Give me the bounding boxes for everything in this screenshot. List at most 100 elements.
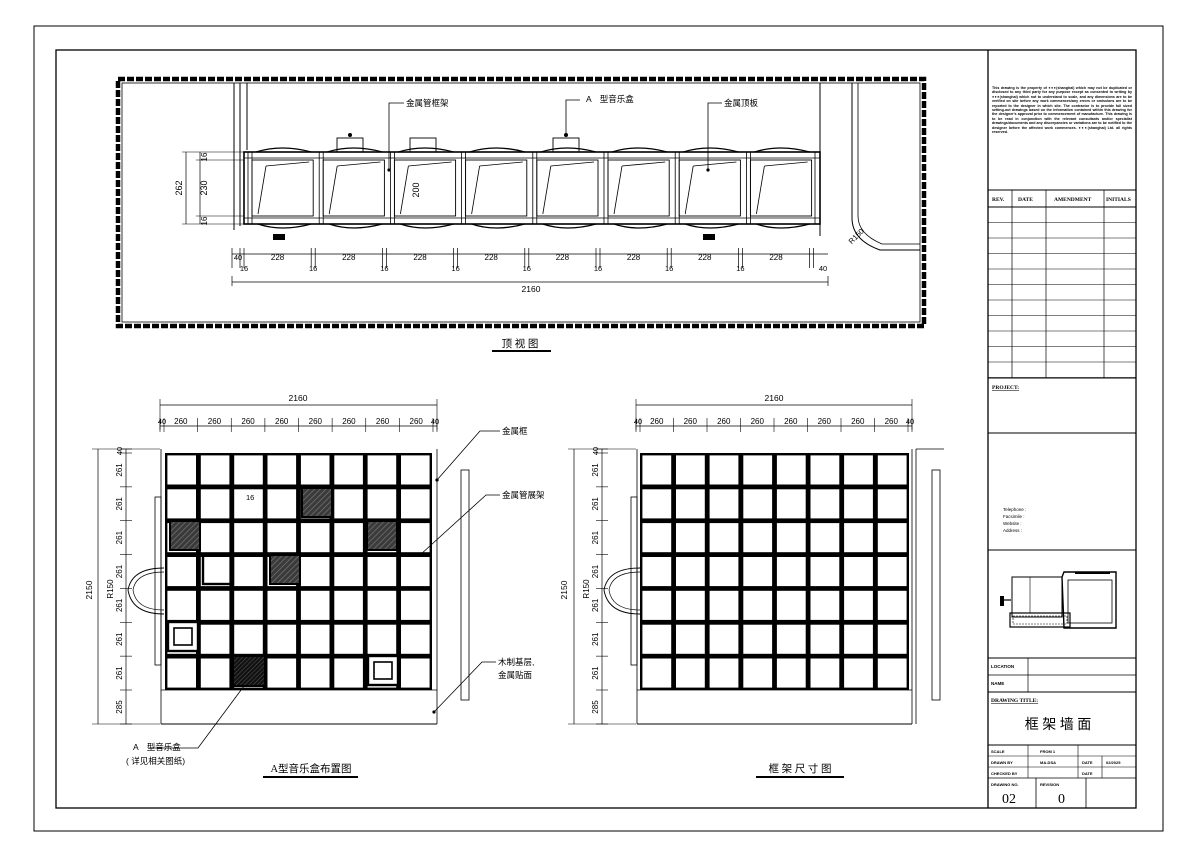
layout-grid-cell	[367, 624, 397, 654]
layout-dim-16: 16	[246, 493, 254, 502]
meta-value-1: MA-DSA	[1040, 760, 1056, 765]
layout-grid-cell	[200, 557, 230, 587]
frame-grid-cell	[709, 557, 739, 587]
dim-228-3: 228	[413, 253, 427, 262]
layout-grid-cell	[401, 557, 430, 587]
frame-grid-cell	[776, 489, 806, 519]
layout-grid-cell	[367, 590, 397, 620]
label-music-box-layout: A 型音乐盒	[133, 742, 181, 752]
dim-left-262: 262	[174, 180, 184, 195]
layout-grid-cell	[267, 590, 297, 620]
frame-grid-cell	[810, 489, 840, 519]
layout-grid-cell	[200, 489, 230, 519]
layout-grid-cell	[367, 455, 397, 485]
layout-grid-cell	[200, 590, 230, 620]
layout-grid-cell	[167, 557, 196, 587]
layout_view-left-dim-7: 261	[115, 666, 124, 680]
dim-16-3: 16	[451, 264, 459, 273]
frame-dim-height: 2150	[559, 580, 569, 599]
meta-k1-2: DATE	[1082, 771, 1093, 776]
top-module-4	[465, 159, 528, 217]
layout-grid-cell	[200, 523, 230, 553]
frame_view-left-dim-3: 261	[591, 530, 600, 544]
location-label: LOCATION	[991, 664, 1014, 669]
top-view: 金属管框架 A 型音乐盒 金属顶板 16 230 16 262 200 40 4…	[115, 76, 927, 352]
dim-16-first: 16	[240, 264, 248, 273]
label-top-plate: 金属顶板	[724, 98, 759, 108]
frame-grid-cell	[743, 658, 773, 688]
layout-grid-cell	[234, 624, 263, 654]
frame-grid-cell	[877, 624, 907, 654]
frame-grid-cell	[844, 658, 873, 688]
layout-grid-cell	[200, 624, 230, 654]
drawing-title-label: DRAWING TITLE:	[991, 698, 1038, 704]
frame-grid-cell	[676, 658, 705, 688]
top-module-5	[536, 159, 599, 217]
top-view-title: 顶 视 图	[502, 337, 539, 350]
layout_view-top-dim-4: 260	[275, 417, 289, 426]
layout-grid-cell	[234, 523, 263, 553]
dim-radius: R150	[847, 227, 866, 246]
frame-grid-cell	[642, 489, 672, 519]
layout-grid-cell	[401, 658, 430, 688]
layout_view-left-dim-1: 261	[115, 463, 124, 477]
top-module-7	[678, 159, 741, 217]
frame-view-title: 框 架 尺 寸 图	[769, 762, 832, 775]
layout-grid-cell	[200, 455, 230, 485]
label-music-box-note: ( 详见相关图纸)	[126, 756, 185, 766]
frame-grid-cell	[642, 658, 672, 688]
layout-grid-cell	[334, 489, 363, 519]
label-tube-display-frame: 金属管展架	[502, 490, 545, 500]
dim-228-4: 228	[485, 253, 499, 262]
frame-grid-cell	[642, 455, 672, 485]
frame-grid-cell	[776, 557, 806, 587]
frame-grid-cell	[810, 455, 840, 485]
label-metal-frame: 金属框	[502, 426, 528, 436]
layout_view-left-dim-2: 261	[115, 497, 124, 511]
frame-grid-cell	[776, 455, 806, 485]
layout-grid-cell	[167, 489, 196, 519]
meta-label-0: SCALE	[991, 749, 1005, 754]
r150-curve	[851, 83, 920, 251]
layout-grid-cell	[300, 523, 330, 553]
layout_view-left-dim-8: 285	[115, 700, 124, 714]
dim-228-1: 228	[271, 253, 285, 262]
dim-228-7: 228	[698, 253, 712, 262]
meta-label-2: CHECKED BY	[991, 771, 1018, 776]
layout_view-top-dim-5: 260	[309, 417, 323, 426]
frame-grid-cell	[776, 624, 806, 654]
frame-grid-cell	[776, 523, 806, 553]
layout-grid-cell	[300, 624, 330, 654]
frame-grid-cell	[642, 590, 672, 620]
sheet-inner-border	[55, 49, 1137, 809]
layout-grid-cell	[401, 624, 430, 654]
label-wood-base: 木制基层,	[498, 657, 534, 667]
frame-grid-cell	[810, 523, 840, 553]
frame_view-top-dim-5: 260	[784, 417, 798, 426]
frame_view-left-dim-4: 261	[591, 564, 600, 578]
layout_view-left-dim-5: 261	[115, 598, 124, 612]
dim-total-2160: 2160	[522, 284, 541, 294]
frame-grid-cell	[676, 523, 705, 553]
frame-dim-top-total: 2160	[765, 393, 784, 403]
dim-228-2: 228	[342, 253, 356, 262]
dim-16-5: 16	[594, 264, 602, 273]
frame_view-top-dim-8: 260	[885, 417, 899, 426]
frame-grid-cell	[709, 489, 739, 519]
layout_view-top-dim-2: 260	[208, 417, 222, 426]
contact-website: Website :	[1003, 521, 1022, 526]
frame-grid-cell	[743, 455, 773, 485]
sheet-outer-border	[33, 25, 1164, 832]
frame-grid-cell	[844, 624, 873, 654]
title-block: This drawing is the property of ●●●(shan…	[988, 86, 1136, 808]
frame-dim-r150: R150	[582, 579, 591, 599]
frame-grid-cell	[877, 557, 907, 587]
frame-grid-cell	[844, 523, 873, 553]
frame-grid-cell	[642, 523, 672, 553]
layout-grid-cell	[234, 590, 263, 620]
layout_view-left-dim-3: 261	[115, 530, 124, 544]
revision-number: 0	[1058, 792, 1065, 807]
dim-16-2: 16	[380, 264, 388, 273]
rev-header-initials: INITIALS	[1106, 197, 1131, 203]
frame-grid-cell	[776, 590, 806, 620]
